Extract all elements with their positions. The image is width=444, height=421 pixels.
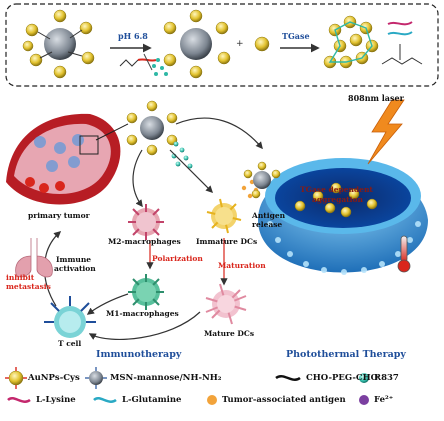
m2-macrophages-label: M2-macrophages (108, 237, 181, 246)
m2-macrophage-icon (128, 204, 164, 240)
legend-glutamine-icon (93, 397, 117, 403)
tgase-label: TGase (282, 31, 310, 41)
immature-dc-icon (206, 198, 242, 234)
antigen-release-label-line2: release (252, 220, 283, 229)
tgase-dependent-label-line1: TGase dependent (300, 185, 373, 194)
legend-peg-label: CHO-PEG-CHO (306, 373, 379, 383)
inhibit-metastasis-label-line1: inhibit (6, 273, 35, 282)
legend-msn-label: MSN-mannose/NH-NH₂ (110, 373, 222, 383)
tgase-dependent-label-line2: aggregation (312, 195, 363, 204)
m1-macrophage-icon (128, 274, 164, 310)
antigen-release-label-line1: Antigen (252, 211, 286, 220)
immature-dcs-label: Immature DCs (196, 237, 258, 246)
photothermal-therapy-label: Photothermal Therapy (286, 349, 406, 360)
legend-aunp-label: AuNPs-Cys (28, 373, 80, 383)
primary-tumor-label: primary tumor (28, 211, 90, 220)
legend-peg-icon (275, 375, 301, 381)
nanoparticle-cell-icon (243, 161, 281, 199)
legend-msn-icon (85, 367, 107, 389)
legend-lysine-label: L-Lysine (36, 395, 76, 405)
mature-dc-icon (205, 283, 247, 325)
legend-antigen-label: Tumor-associated antigen (222, 395, 346, 405)
legend-r837-icon (359, 373, 369, 383)
ph-label: pH 6.8 (118, 31, 148, 41)
liposome-illustration (258, 158, 428, 275)
legend-r837-label: R837 (374, 373, 399, 383)
lungs-icon (15, 238, 53, 278)
linker-structure (119, 53, 157, 71)
legend-lysine-icon (7, 397, 31, 403)
tumor-tissue (6, 113, 121, 205)
mature-dcs-label: Mature DCs (204, 329, 255, 338)
t-cell-icon (44, 296, 96, 338)
legend-fe-label: Fe²⁺ (374, 395, 394, 405)
nanoparticle-left-icon (22, 9, 95, 79)
legend-aunp-icon (5, 367, 27, 389)
free-aunp-icon (254, 36, 270, 52)
polarization-label: Polarization (152, 254, 203, 263)
legend-glutamine-label: L-Glutamine (122, 395, 182, 405)
legend-antigen-icon (207, 395, 217, 405)
top-dashed-box (5, 3, 439, 87)
immune-activation-label-line1: Immune (56, 255, 92, 264)
laser-bolt-icon (367, 99, 405, 165)
inhibit-metastasis-label-line2: metastasis (6, 282, 51, 291)
immunotherapy-label: Immunotherapy (96, 349, 182, 360)
legend-fe-icon (359, 395, 369, 405)
nanoparticle-middle-icon (152, 9, 231, 79)
m1-macrophages-label: M1-macrophages (106, 309, 179, 318)
laser-label: 808nm laser (348, 93, 404, 103)
immune-activation-label-line2: activation (54, 264, 96, 273)
thermometer-icon (397, 235, 411, 273)
maturation-label: Maturation (218, 261, 266, 270)
t-cell-label: T cell (58, 339, 82, 348)
nanoparticle-tumor-icon (126, 100, 178, 156)
svg-text:+: + (236, 39, 244, 49)
lysine-glutamine-link (381, 21, 423, 65)
